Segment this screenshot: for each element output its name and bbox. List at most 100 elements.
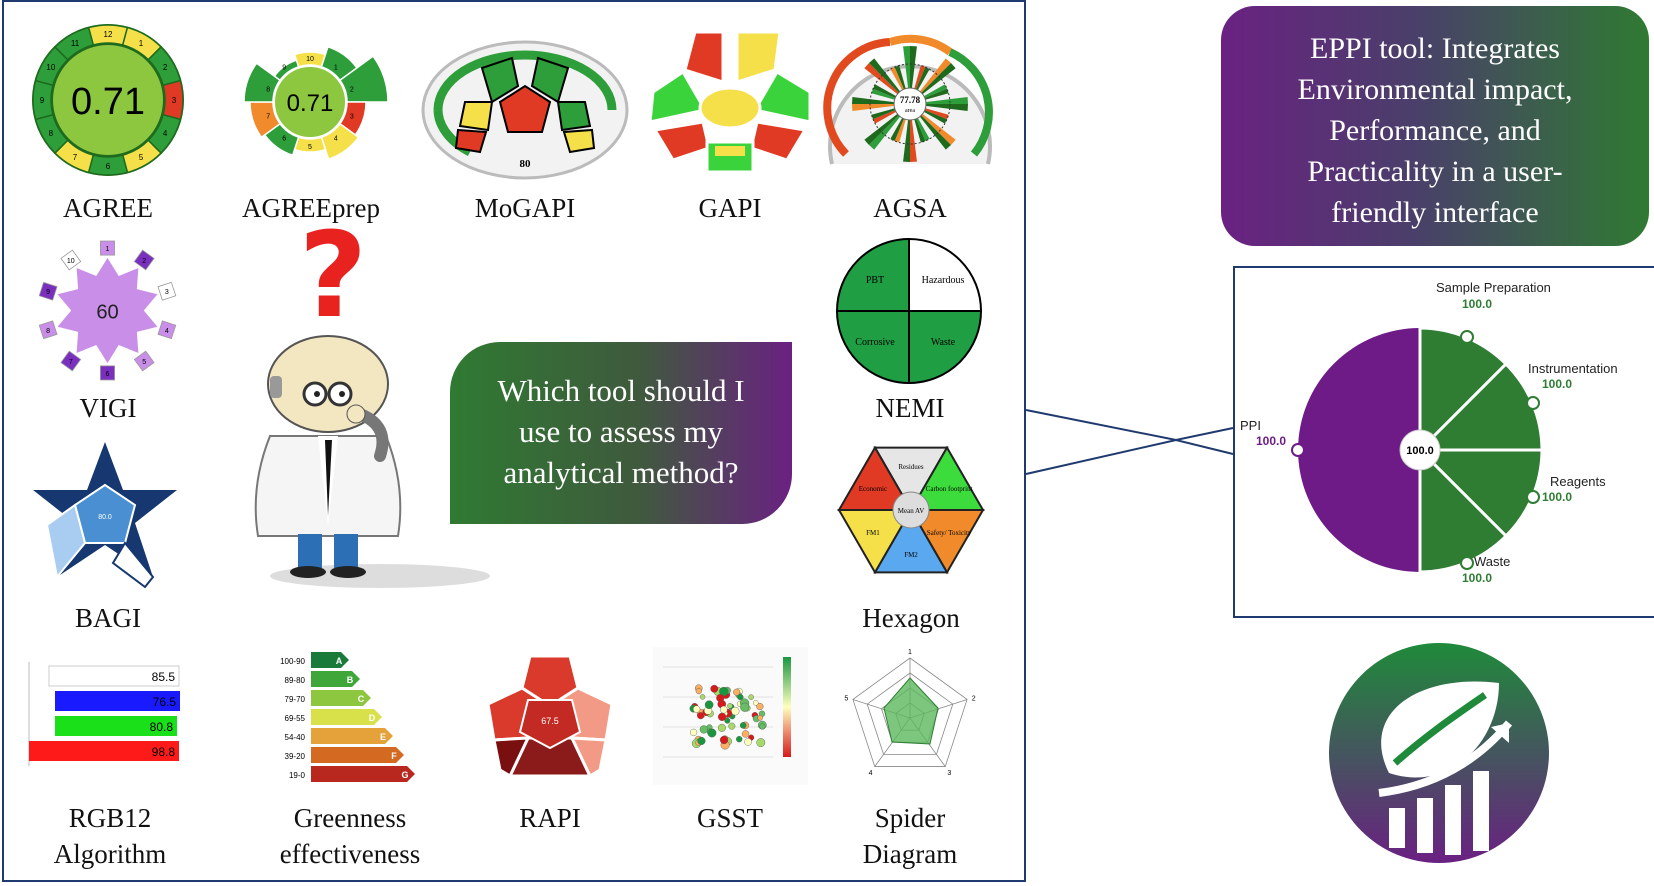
question-line-2: use to assess my bbox=[518, 414, 724, 449]
gsst-point bbox=[716, 694, 725, 703]
hexagon-sector-label: Residues bbox=[898, 463, 924, 471]
rgb12-label-line2: Algorithm bbox=[53, 839, 167, 869]
greenness-range-label: 54-40 bbox=[285, 733, 306, 742]
vigi-point-label: 6 bbox=[106, 371, 110, 378]
greenness-grade: E bbox=[380, 732, 386, 742]
rgb12-bar bbox=[55, 716, 177, 736]
nemi-pbt: PBT bbox=[866, 275, 884, 286]
greenness-range-label: 69-55 bbox=[285, 714, 306, 723]
spider-axis-label: 3 bbox=[947, 770, 951, 777]
agree-segment-label: 3 bbox=[172, 96, 177, 105]
agreeprep-segment-label: 1 bbox=[334, 64, 338, 71]
vigi-point bbox=[38, 281, 58, 301]
vigi-point bbox=[157, 320, 177, 340]
eppi-pie-chart: 100.0 bbox=[1291, 326, 1544, 574]
agree-segment-label: 11 bbox=[71, 39, 80, 48]
question-bubble: Which tool should I use to assess my ana… bbox=[450, 342, 792, 524]
greenness-range-label: 79-70 bbox=[285, 695, 306, 704]
agreeprep-segment-label: 2 bbox=[350, 86, 354, 93]
eppi-line-2: Environmental impact, bbox=[1297, 73, 1573, 106]
agreeprep-label: AGREEprep bbox=[242, 193, 380, 223]
eppi-ppi-value: 100.0 bbox=[1256, 434, 1287, 448]
vigi-point bbox=[38, 320, 58, 340]
agree-segment-label: 1 bbox=[139, 39, 144, 48]
question-line-1: Which tool should I bbox=[497, 373, 745, 408]
vigi-point-label: 3 bbox=[165, 289, 169, 296]
hexagon-sector-label: FM1 bbox=[866, 529, 880, 537]
rapi-pictogram: 67.5 bbox=[486, 654, 614, 779]
eppi-chart-frame bbox=[1233, 266, 1654, 618]
eppi-line-5: friendly interface bbox=[1331, 196, 1539, 229]
thinking-man-illustration bbox=[254, 335, 490, 588]
eppi-line-1: EPPI tool: Integrates bbox=[1310, 32, 1560, 65]
vigi-point bbox=[60, 350, 82, 372]
greenness-bar bbox=[311, 728, 393, 744]
agsa-label: AGSA bbox=[873, 193, 947, 223]
nemi-waste: Waste bbox=[931, 337, 956, 348]
gapi-label: GAPI bbox=[698, 193, 762, 223]
vigi-label: VIGI bbox=[79, 393, 137, 423]
greenness-bar bbox=[311, 652, 349, 668]
eppi-reagents-label: Reagents bbox=[1550, 474, 1606, 489]
hexagon-sector-label: FM2 bbox=[904, 551, 918, 559]
agreeprep-segment-label: 3 bbox=[350, 114, 354, 121]
agree-segment-label: 5 bbox=[139, 153, 144, 162]
greenness-grade: C bbox=[358, 694, 365, 704]
bagi-score: 80.0 bbox=[98, 514, 112, 521]
greenness-label: Greenness effectiveness bbox=[270, 800, 430, 872]
gsst-point bbox=[719, 705, 728, 714]
rgb12-bar-label: 98.8 bbox=[152, 745, 176, 759]
spider-axis-label: 4 bbox=[869, 770, 873, 777]
agreeprep-segment-label: 6 bbox=[282, 136, 286, 143]
spider-axis-label: 1 bbox=[908, 649, 912, 656]
gsst-point bbox=[757, 715, 763, 721]
greenness-grade: A bbox=[336, 656, 343, 666]
gsst-point bbox=[756, 738, 766, 748]
agreeprep-score: 0.71 bbox=[287, 90, 334, 117]
agreeprep-segment-label: 5 bbox=[308, 144, 312, 151]
agree-score: 0.71 bbox=[71, 81, 145, 123]
vigi-point bbox=[60, 249, 82, 271]
greenness-range-label: 89-80 bbox=[285, 676, 306, 685]
agree-segment-label: 12 bbox=[104, 30, 113, 39]
question-line-3: analytical method? bbox=[503, 455, 739, 490]
vigi-point-label: 2 bbox=[142, 258, 146, 265]
spider-axis-label: 5 bbox=[844, 695, 848, 702]
rgb12-bar-label: 76.5 bbox=[153, 695, 177, 709]
rgb12-bar-label: 85.5 bbox=[152, 670, 176, 684]
greenness-range-label: 100-90 bbox=[280, 657, 305, 666]
vigi-point-label: 4 bbox=[165, 328, 169, 335]
gsst-point bbox=[704, 700, 714, 710]
vigi-point-label: 9 bbox=[46, 289, 50, 296]
eppi-sample-prep-value: 100.0 bbox=[1462, 297, 1493, 311]
eppi-reagents-value: 100.0 bbox=[1542, 490, 1573, 504]
gsst-point bbox=[695, 688, 702, 695]
agree-segment-label: 9 bbox=[40, 96, 45, 105]
vigi-point bbox=[133, 350, 155, 372]
gsst-point bbox=[759, 723, 766, 730]
greenness-bar bbox=[311, 747, 404, 763]
gsst-point bbox=[739, 722, 747, 729]
gsst-point bbox=[699, 725, 708, 734]
eppi-bubble: EPPI tool: Integrates Environmental impa… bbox=[1221, 6, 1649, 246]
gsst-point bbox=[692, 705, 701, 713]
gsst-point bbox=[736, 736, 743, 743]
greenness-bar bbox=[311, 766, 415, 782]
connector-lines bbox=[1025, 409, 1234, 475]
agree-segment-label: 4 bbox=[163, 129, 168, 138]
eppi-line-3: Performance, and bbox=[1329, 114, 1541, 147]
greenness-bar bbox=[311, 690, 371, 706]
mogapi-label: MoGAPI bbox=[474, 193, 576, 223]
gsst-point bbox=[756, 702, 764, 711]
gsst-point bbox=[740, 702, 750, 712]
eppi-ppi-label: PPI bbox=[1240, 418, 1261, 433]
agreeprep-segment-label: 7 bbox=[266, 114, 270, 121]
greenness-label-line2: effectiveness bbox=[279, 839, 421, 869]
rgb12-bar bbox=[55, 691, 180, 711]
greenness-grade: G bbox=[401, 770, 408, 780]
greenness-grade: F bbox=[391, 751, 397, 761]
agreeprep-segment-label: 10 bbox=[306, 56, 314, 63]
